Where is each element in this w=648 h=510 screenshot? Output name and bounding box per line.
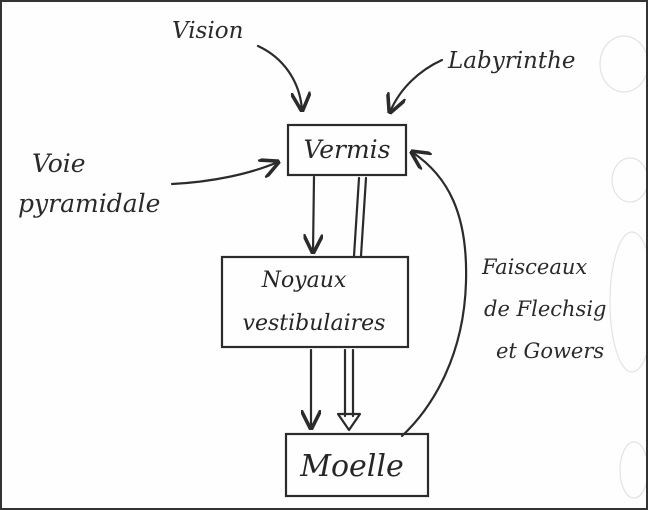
label-faisceaux-line1: Faisceaux <box>481 255 587 279</box>
moelle-label: Moelle <box>299 449 403 484</box>
paper-ghost-marks <box>599 35 646 499</box>
label-labyrinthe: Labyrinthe <box>447 48 576 74</box>
arrow-vermis-to-noyaux <box>313 175 314 252</box>
arrow-labyrinthe-to-vermis <box>390 58 444 112</box>
noyaux-box <box>220 255 410 349</box>
label-voie-line2: pyramidale <box>18 189 160 218</box>
label-faisceaux-line3: et Gowers <box>496 339 604 363</box>
label-voie-line1: Voie <box>32 149 86 178</box>
noyaux-label-line2: vestibulaires <box>243 311 386 336</box>
label-vision: Vision <box>172 18 243 44</box>
vermis-box <box>286 123 408 177</box>
arrow-moelle-to-vermis-feedback <box>400 152 468 438</box>
arrow-voie-to-vermis <box>170 162 278 186</box>
vermis-label: Vermis <box>303 135 390 164</box>
noyaux-label-line1: Noyaux <box>261 268 347 293</box>
label-faisceaux-line2: de Flechsig <box>484 297 606 321</box>
moelle-box <box>284 432 430 498</box>
arrow-vermis-to-moelle-direct <box>336 176 368 432</box>
arrow-vision-to-vermis <box>256 44 302 110</box>
